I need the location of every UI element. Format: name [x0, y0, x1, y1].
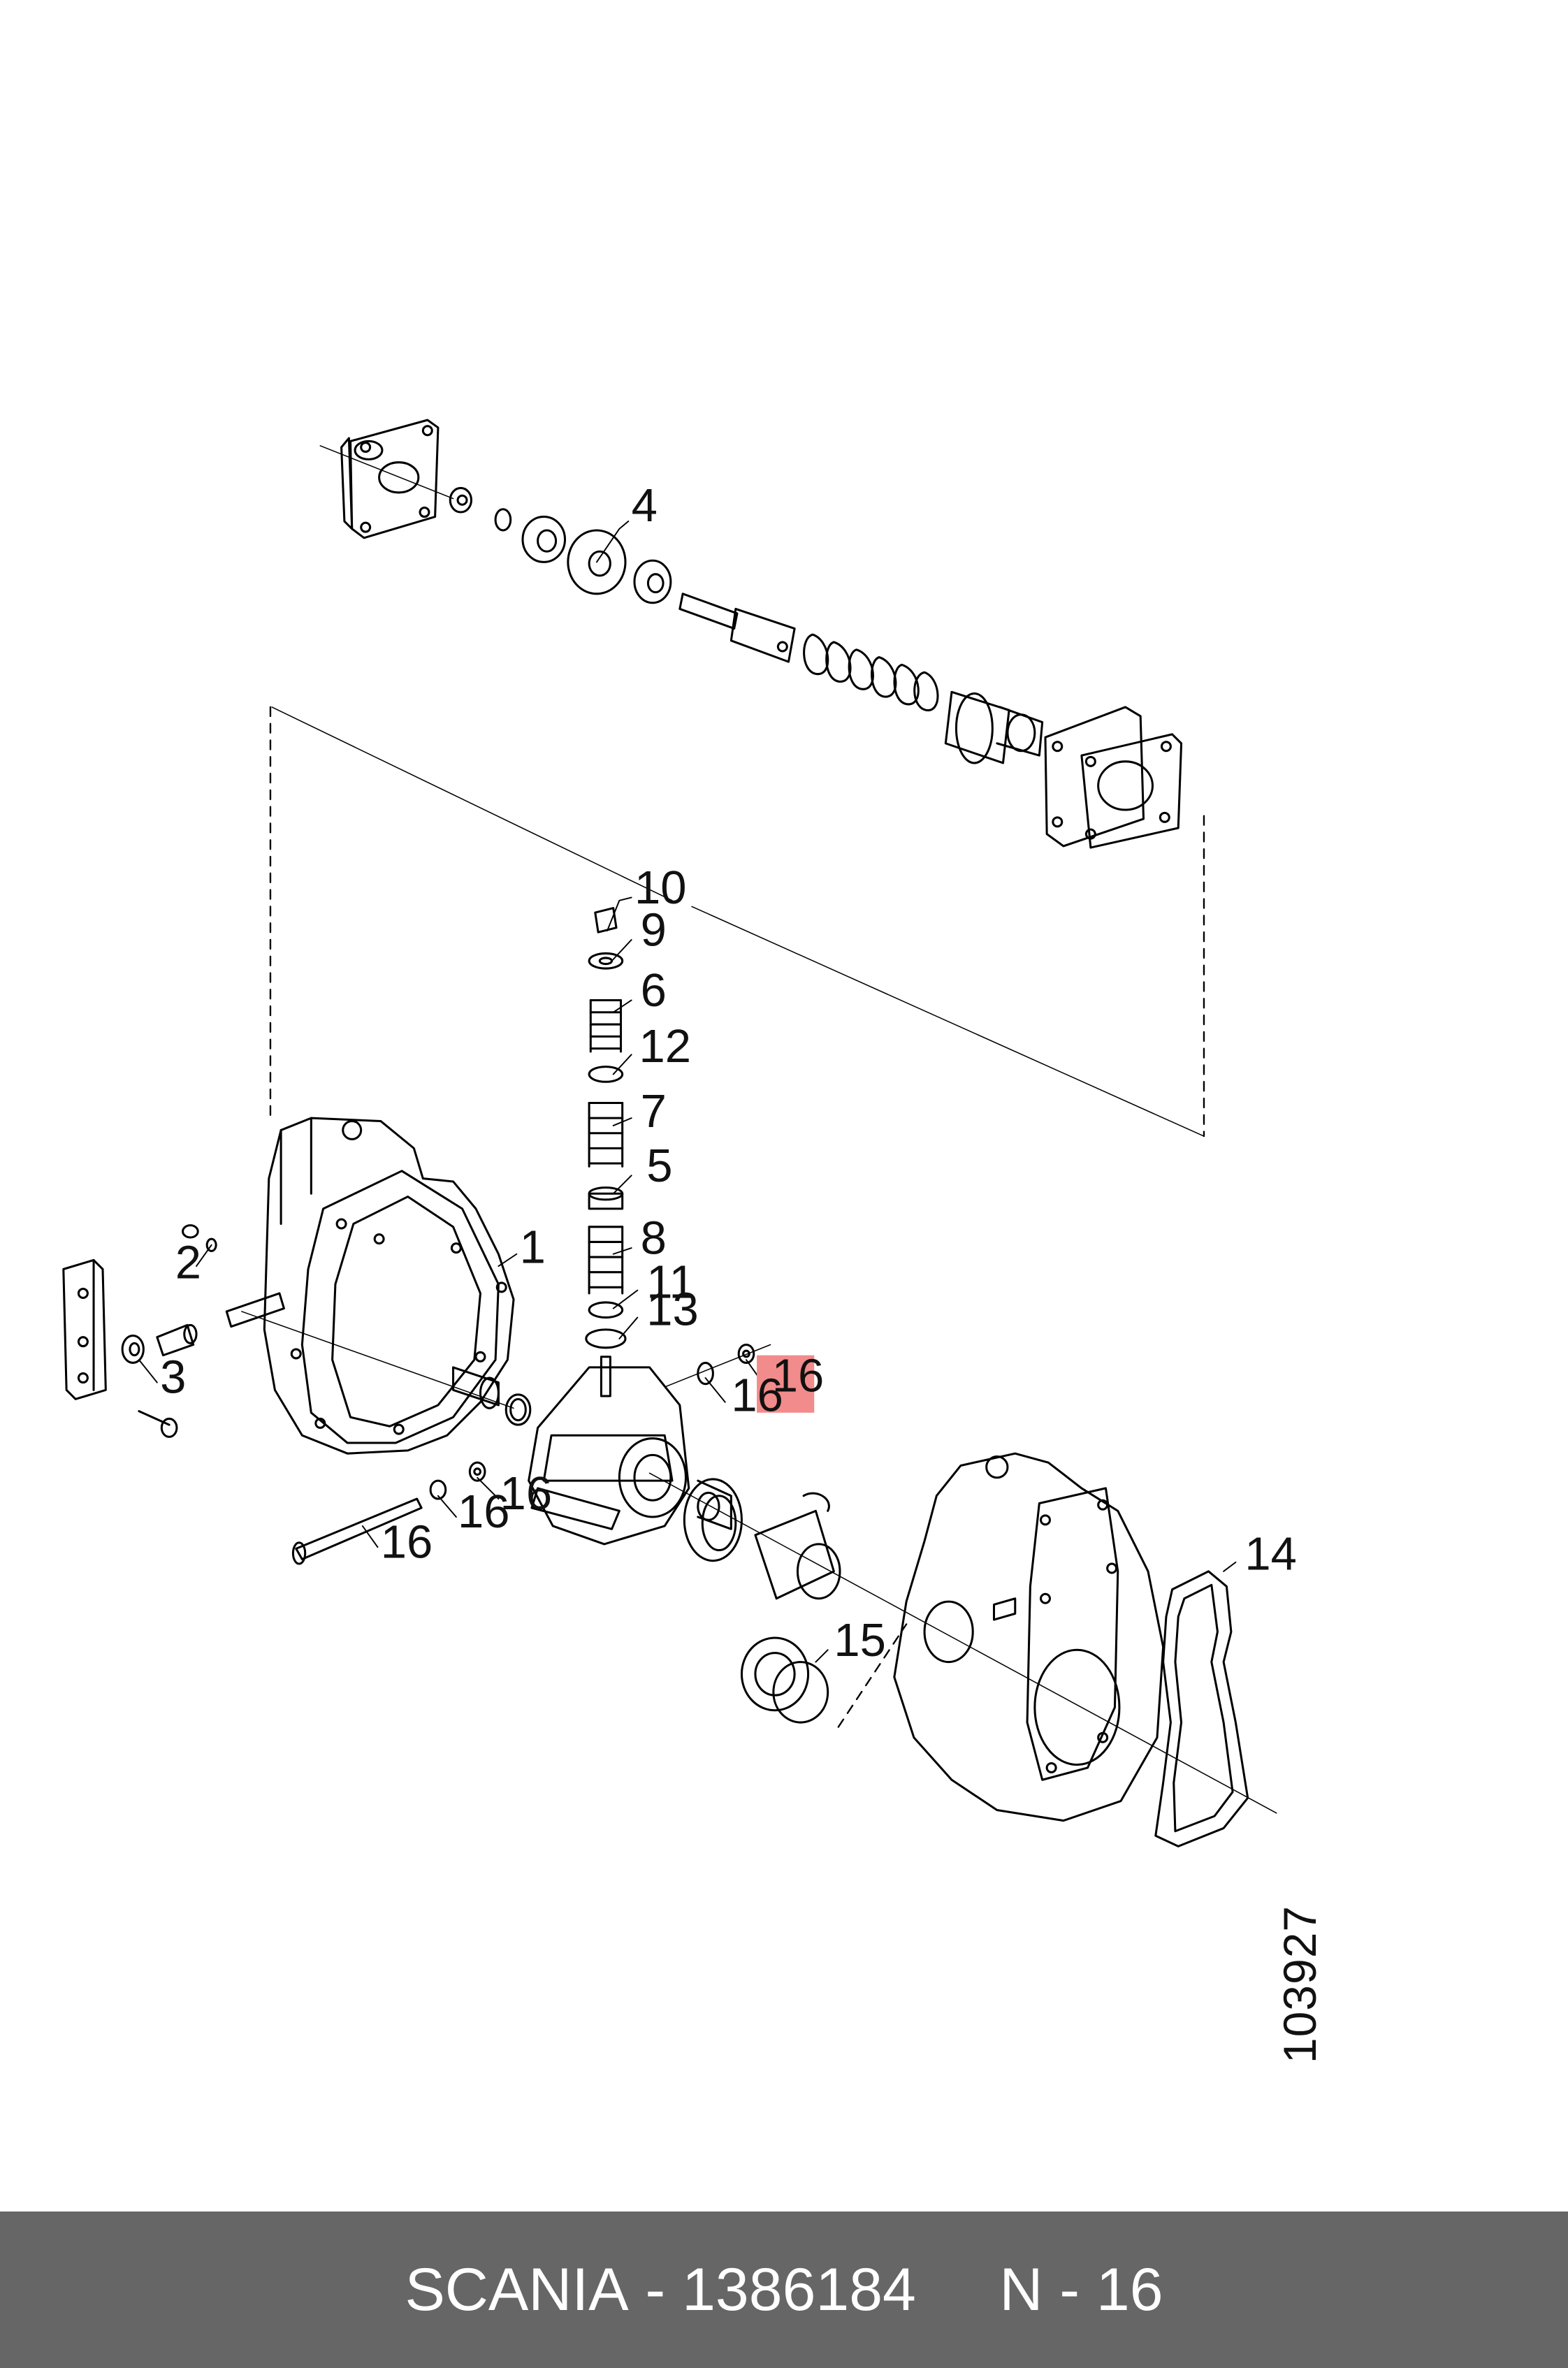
callout-highlight: [757, 1355, 815, 1413]
footer-separator: -: [628, 2256, 683, 2323]
dashed-guides: [269, 706, 1205, 1728]
left-bracket: [62, 1258, 107, 1400]
top-flange: [340, 419, 440, 539]
callout-11: 11: [646, 1256, 695, 1308]
callout-3: 3: [160, 1351, 186, 1404]
callout-7: 7: [641, 1085, 667, 1138]
callout-5: 5: [646, 1140, 672, 1192]
callout-6: 6: [641, 964, 667, 1017]
callout-16-lower: 16: [458, 1486, 510, 1538]
callout-14: 14: [1244, 1528, 1297, 1581]
plug-15: [740, 1636, 829, 1724]
leader-lines: [138, 521, 1237, 1663]
top-housing-right: [1044, 706, 1183, 849]
footer-gap: [916, 2256, 999, 2325]
footer-bar: SCANIA - 1386184 N - 16: [0, 2211, 1568, 2368]
callout-16-centre: 16: [500, 1467, 553, 1520]
left-housing: [225, 1117, 515, 1455]
callout-labels: 1 2 3 4 5 6 7 8 9 10 11 12 13 14 15 16 1…: [160, 479, 1297, 1666]
left-small-parts: [121, 1224, 217, 1438]
callout-13: 13: [646, 1283, 699, 1335]
gasket-14: [1154, 1570, 1249, 1847]
callout-16-bolt: 16: [381, 1516, 433, 1568]
footer-brand: SCANIA: [405, 2256, 629, 2323]
spring-stack: [585, 907, 627, 1349]
callout-15: 15: [834, 1614, 886, 1666]
axis-lines: [241, 445, 1277, 1814]
callout-12: 12: [639, 1020, 691, 1073]
callout-16-washer: 16: [731, 1370, 783, 1422]
callout-8: 8: [641, 1212, 667, 1265]
centre-body: [528, 1356, 720, 1546]
exploded-parts-diagram: 1 2 3 4 5 6 7 8 9 10 11 12 13 14 15 16 1…: [62, 419, 1297, 1847]
top-small-parts: [449, 486, 672, 604]
footer-part-number: 1386184: [682, 2256, 916, 2323]
callout-9: 9: [641, 904, 667, 957]
top-shaft: [678, 593, 939, 711]
callout-16-highlighted: 16: [772, 1350, 825, 1402]
top-gear: [944, 690, 1044, 764]
callout-1: 1: [520, 1221, 546, 1274]
callout-2: 2: [175, 1236, 201, 1288]
diagram-sheet: 1 2 3 4 5 6 7 8 9 10 11 12 13 14 15 16 1…: [62, 419, 1297, 1847]
callout-10: 10: [634, 862, 687, 914]
oring-left: [504, 1393, 532, 1426]
right-housing: [893, 1452, 1165, 1822]
drawing-number: 103927: [1274, 1905, 1326, 2064]
footer-ref: N - 16: [999, 2256, 1163, 2323]
right-small-parts: [291, 1343, 841, 1600]
callout-4: 4: [632, 479, 658, 532]
